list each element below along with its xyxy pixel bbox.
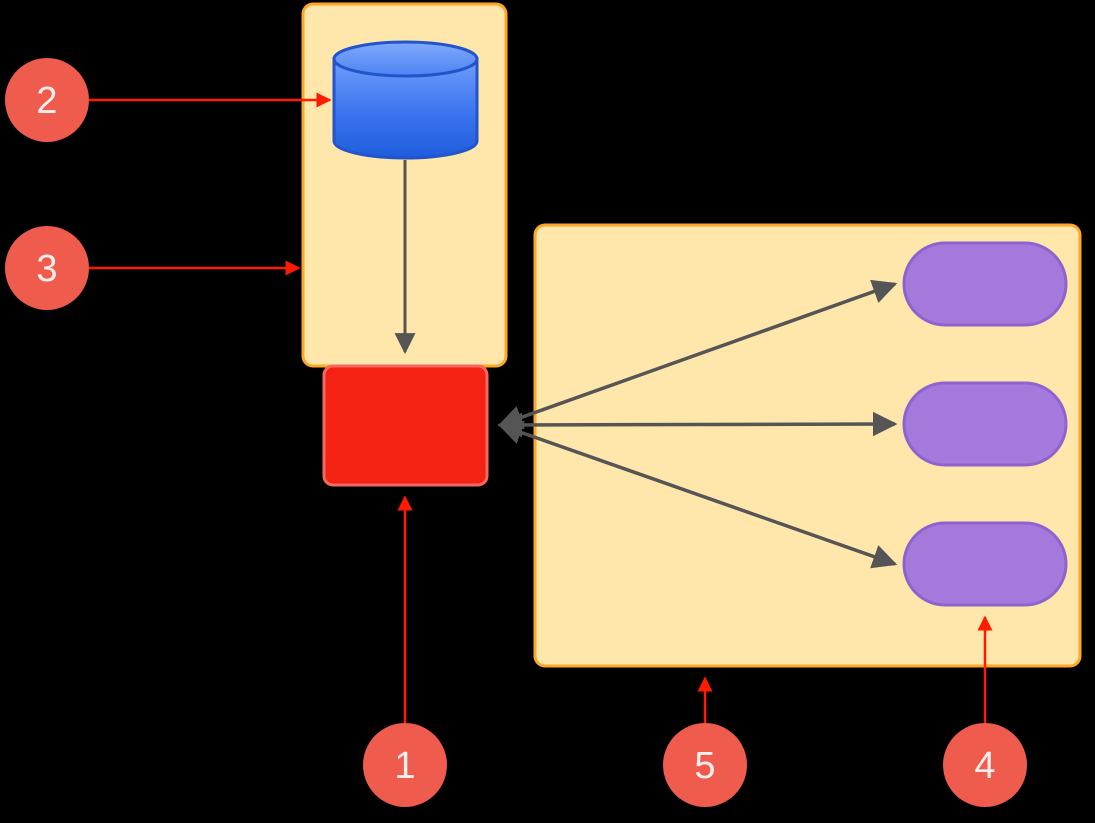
node-box-2[interactable]	[902, 381, 1068, 467]
node-box-3-rect	[902, 521, 1068, 607]
flow-service-to-node-2	[497, 411, 898, 438]
node-box-1-rect	[902, 241, 1068, 327]
service-box-rect	[322, 364, 489, 487]
callout-1[interactable]: 1	[363, 495, 447, 807]
database-body	[332, 57, 479, 160]
flow-service-to-node-3	[497, 420, 898, 569]
flow-service-to-nodes	[497, 279, 898, 569]
node-boxes	[902, 241, 1068, 607]
callout-2-circle[interactable]	[5, 58, 89, 142]
callout-5-circle[interactable]	[663, 723, 747, 807]
callout-3-circle[interactable]	[5, 226, 89, 310]
callout-2[interactable]: 2	[5, 58, 332, 142]
database-cylinder[interactable]	[332, 40, 479, 160]
service-box[interactable]	[322, 364, 489, 487]
callout-5[interactable]: 5	[663, 676, 747, 807]
flow-service-to-node-1	[497, 279, 898, 430]
node-box-2-rect	[902, 381, 1068, 467]
node-box-3[interactable]	[902, 521, 1068, 607]
database-top-ellipse	[332, 40, 479, 78]
node-box-1[interactable]	[902, 241, 1068, 327]
callout-4-circle[interactable]	[943, 723, 1027, 807]
callout-3[interactable]: 3	[5, 226, 301, 310]
callout-1-circle[interactable]	[363, 723, 447, 807]
